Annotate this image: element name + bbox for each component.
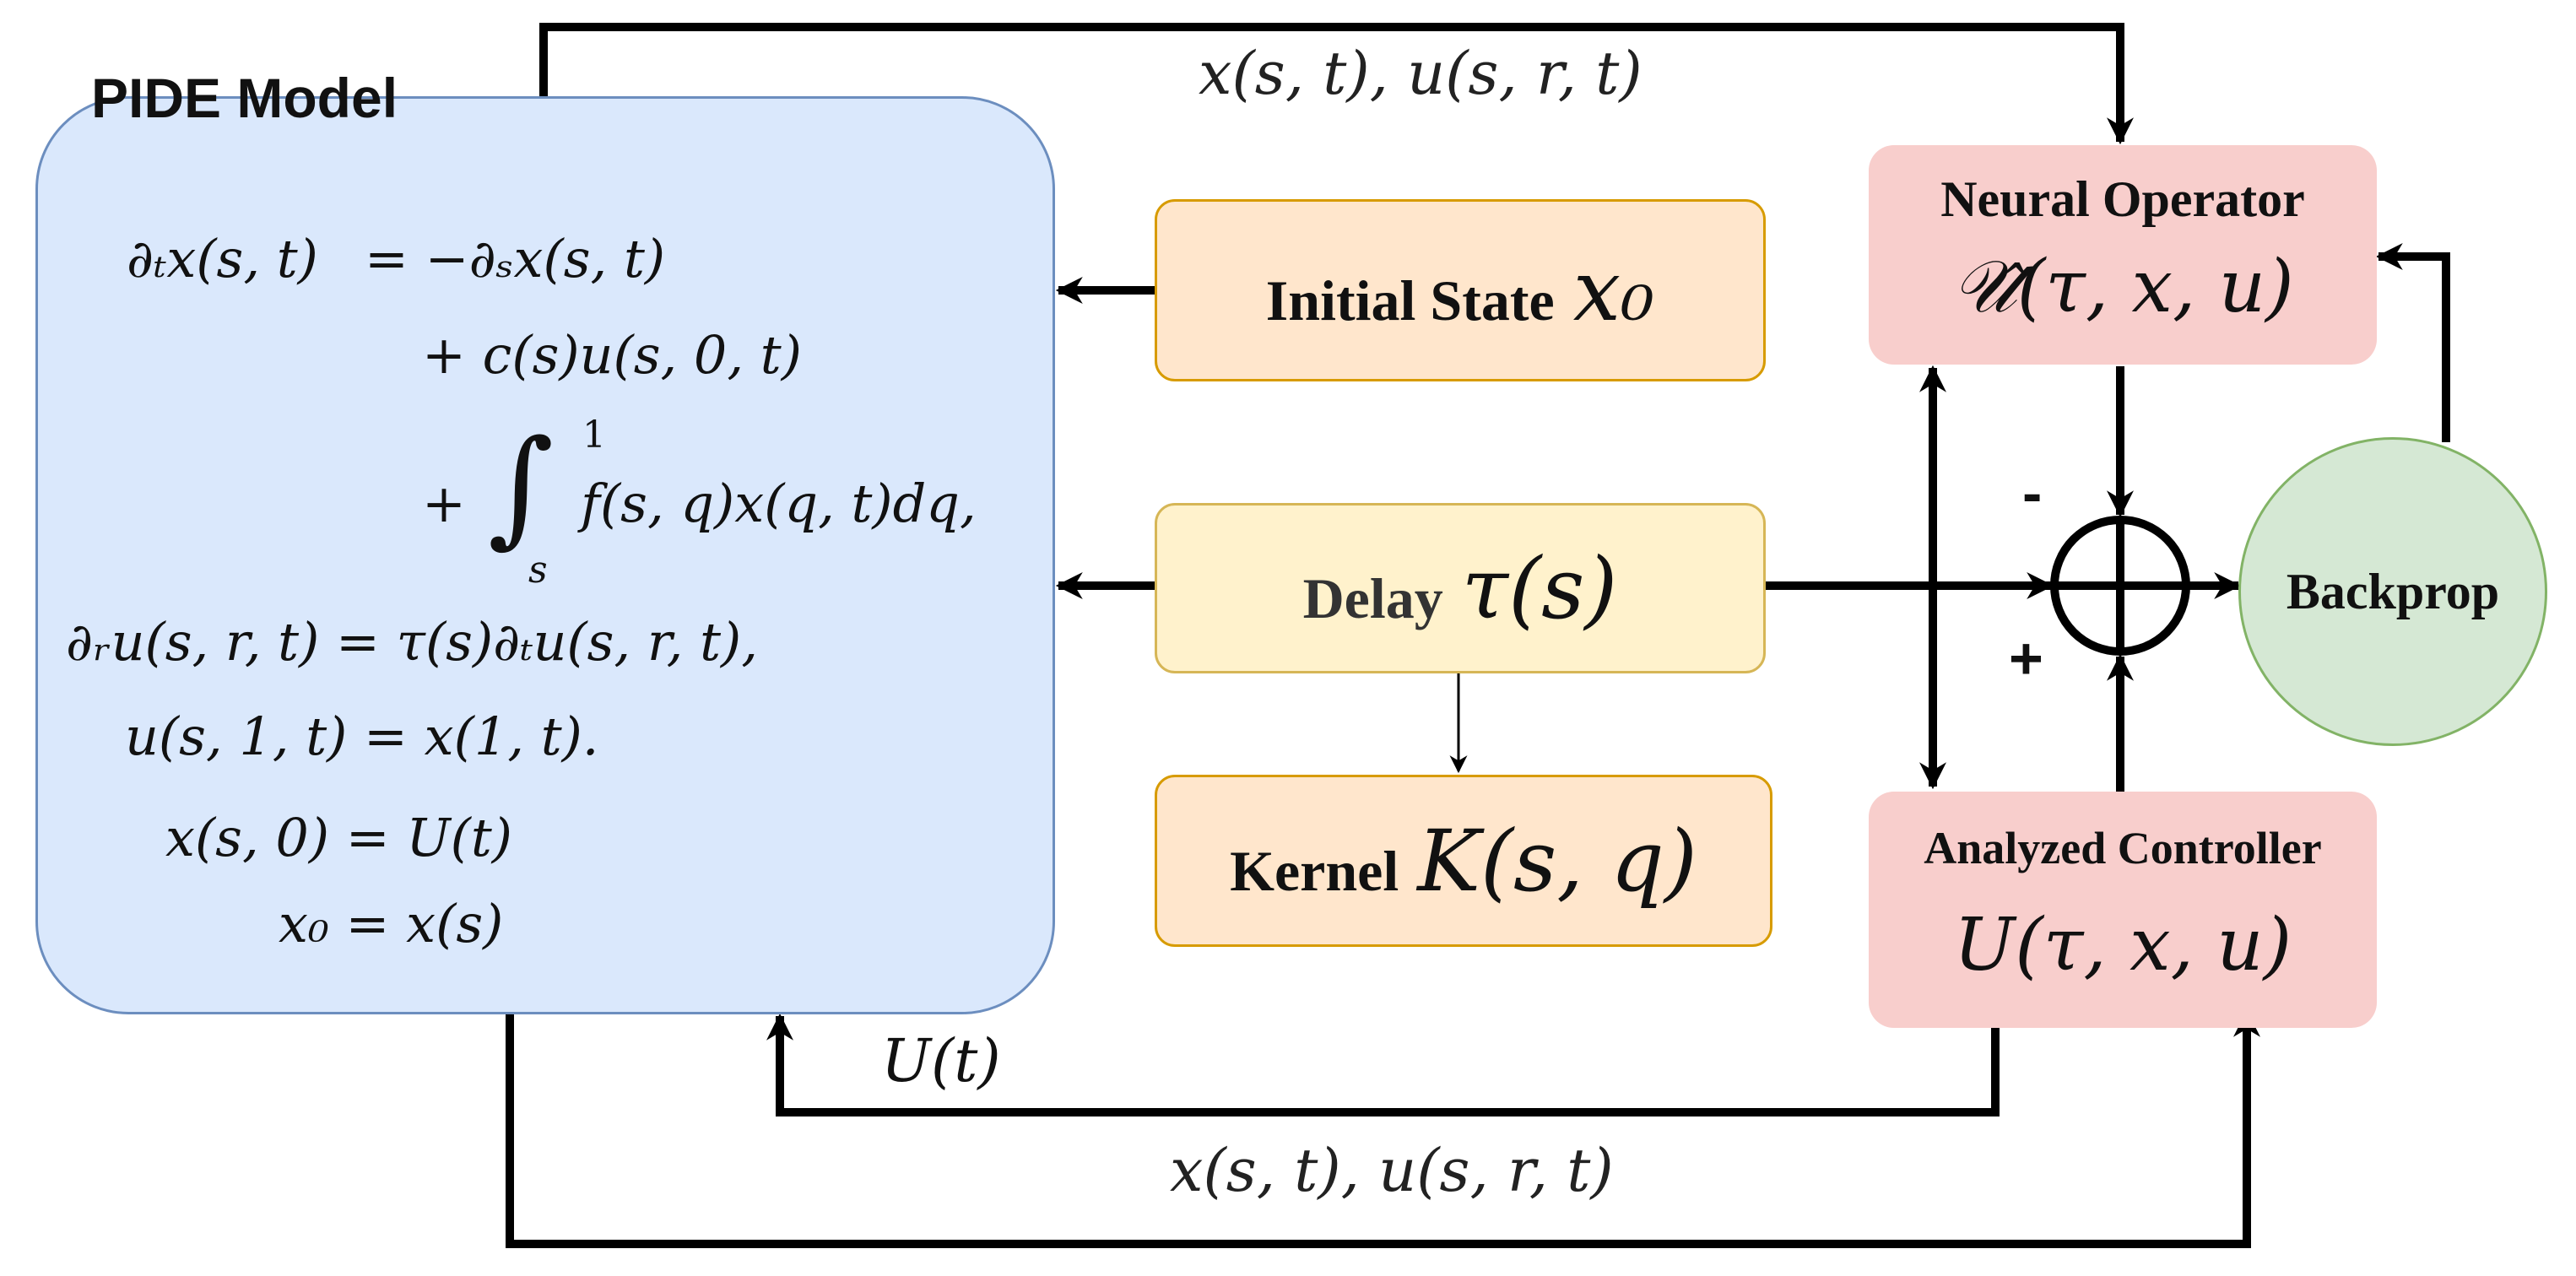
delay-box: Delay τ(s) <box>1155 503 1766 673</box>
equation-6: x(s, 0) = U(t) <box>165 807 512 868</box>
pide-model-title: PIDE Model <box>91 67 398 129</box>
integral-symbol: ∫ <box>488 414 555 560</box>
edge-pide-to-analyzed-controller <box>506 1009 2261 1248</box>
sum-junction-symbol <box>2050 516 2190 656</box>
edge-backprop-to-neural-operator <box>2375 242 2450 442</box>
equation-1-lhs: ∂ₜx(s, t) <box>127 228 318 289</box>
neural-operator-label: Neural Operator <box>1940 171 2305 227</box>
analyzed-controller-symbol: U(τ, x, u) <box>1953 903 2292 987</box>
analyzed-controller-box: Analyzed Controller U(τ, x, u) <box>1869 792 2377 1028</box>
equation-4: ∂ᵣu(s, r, t) = τ(s)∂ₜu(s, r, t), <box>66 611 758 673</box>
equation-3-plus: + <box>422 473 466 534</box>
equation-1-rhs: = −∂ₛx(s, t) <box>365 228 666 289</box>
sum-minus-sign: - <box>2022 460 2043 526</box>
equation-7: x₀ = x(s) <box>279 893 504 954</box>
sum-plus-sign: + <box>2009 625 2043 691</box>
backprop-label: Backprop <box>2286 563 2500 619</box>
analyzed-controller-label: Analyzed Controller <box>1924 823 2322 873</box>
delay-label: Delay <box>1302 565 1443 630</box>
equation-2: + c(s)u(s, 0, t) <box>422 324 802 386</box>
edge-pide-to-neural-operator <box>539 23 2135 145</box>
edge-label-control: U(t) <box>881 1026 1001 1095</box>
integral-lower-limit: s <box>528 549 548 592</box>
neural-operator-box: Neural Operator 𝒰̂(τ, x, u) <box>1869 145 2377 365</box>
edge-controller-to-pide <box>766 1013 2000 1116</box>
kernel-symbol: K(s, q) <box>1417 811 1697 911</box>
kernel-label: Kernel <box>1230 838 1399 903</box>
integral-upper-limit: 1 <box>582 414 606 457</box>
initial-state-symbol: x₀ <box>1572 241 1655 340</box>
initial-state-box: Initial State x₀ <box>1155 199 1766 381</box>
backprop-circle: Backprop <box>2238 437 2547 746</box>
edge-label-top: x(s, t), u(s, r, t) <box>1199 39 1642 108</box>
edge-label-bottom: x(s, t), u(s, r, t) <box>1170 1136 1614 1205</box>
equation-5: u(s, 1, t) = x(1, t). <box>125 706 599 767</box>
delay-symbol: τ(s) <box>1461 538 1618 638</box>
kernel-box: Kernel K(s, q) <box>1155 775 1772 947</box>
initial-state-label: Initial State <box>1265 268 1555 333</box>
neural-operator-symbol: 𝒰̂(τ, x, u) <box>1951 245 2294 329</box>
equation-3-integrand: f(s, q)x(q, t)dq, <box>581 473 977 534</box>
pide-model-box <box>35 96 1055 1014</box>
